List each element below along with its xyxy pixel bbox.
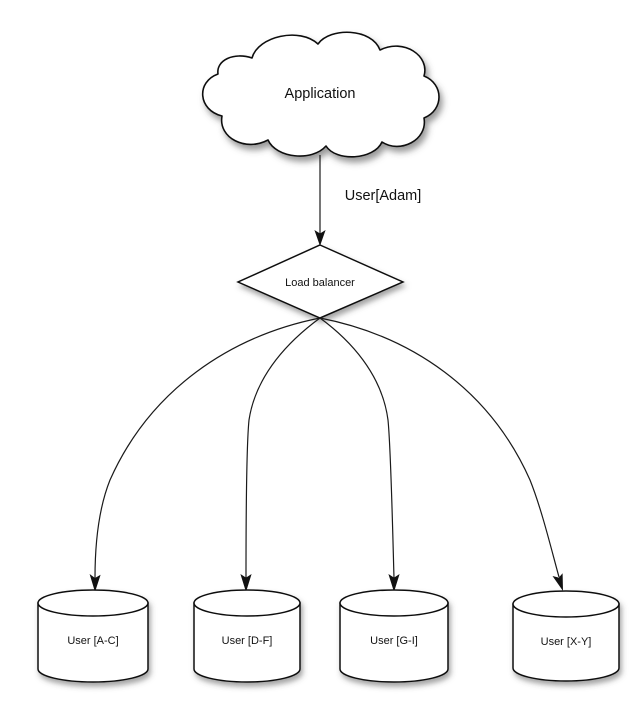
cloud-shape (201, 31, 440, 158)
edge-balancer-to-db-0 (89, 317, 321, 592)
edge-label-user-adam: User[Adam] (345, 188, 422, 204)
cylinder-top-0 (37, 589, 149, 617)
edge-curve-db-3 (319, 317, 560, 578)
database-label-1: User [D-F] (222, 635, 273, 647)
node-application-cloud[interactable]: Application (201, 31, 440, 158)
cylinder-body-0 (37, 602, 149, 683)
load-balancer-label: Load balancer (285, 277, 355, 289)
arrowhead-db-1 (240, 574, 252, 592)
node-database-1[interactable]: User [D-F] (193, 589, 301, 683)
node-database-2[interactable]: User [G-I] (339, 589, 449, 683)
cylinder-top-3 (512, 590, 620, 618)
node-database-3[interactable]: User [X-Y] (512, 590, 620, 682)
edge-curve-db-2 (319, 317, 395, 579)
cylinder-top-1 (193, 589, 301, 617)
arrowhead-app-to-lb (314, 230, 326, 246)
application-label: Application (285, 86, 356, 102)
arrowhead-db-0 (89, 574, 101, 592)
arrowhead-db-3 (552, 573, 563, 591)
cylinder-body-2 (339, 602, 449, 683)
edge-balancer-to-db-2 (319, 317, 400, 592)
edge-balancer-to-db-3 (319, 317, 563, 591)
node-load-balancer[interactable]: Load balancer (236, 244, 405, 319)
edge-curve-db-0 (94, 317, 321, 579)
cylinder-body-3 (512, 603, 620, 682)
node-database-0[interactable]: User [A-C] (37, 589, 149, 683)
cylinder-top-2 (339, 589, 449, 617)
edge-application-to-balancer: User[Adam] (314, 155, 421, 246)
database-label-3: User [X-Y] (541, 636, 592, 648)
edge-balancer-to-db-1 (240, 317, 321, 592)
edge-curve-db-1 (245, 317, 321, 579)
cylinder-body-1 (193, 602, 301, 683)
database-label-0: User [A-C] (67, 635, 118, 647)
arrowhead-db-2 (388, 574, 400, 592)
database-label-2: User [G-I] (370, 635, 418, 647)
